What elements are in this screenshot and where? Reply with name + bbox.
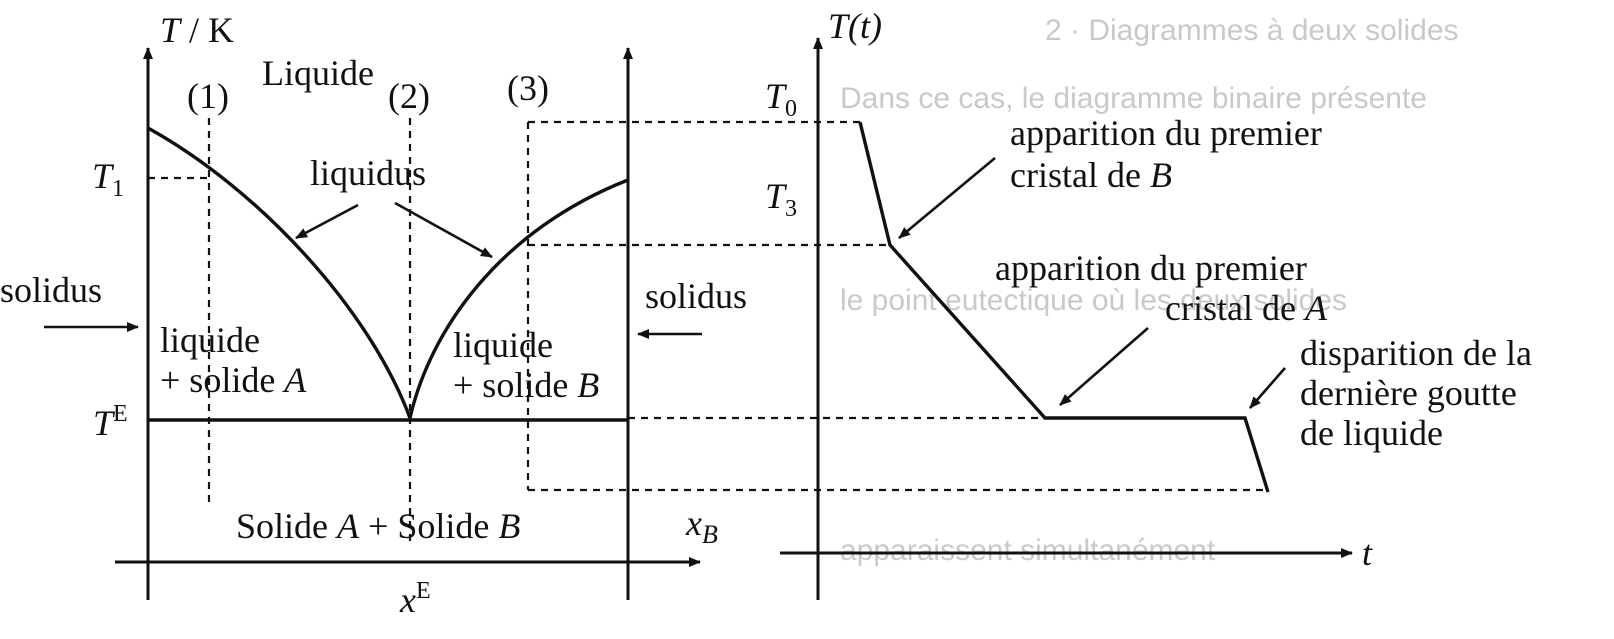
x-axis-label: xB (685, 503, 718, 549)
annotation-first-B-arrow (898, 157, 996, 239)
region-right-line1: liquide (453, 325, 553, 365)
solidus-label-left: solidus (0, 270, 102, 310)
ghost-line-2: le point eutectique où les deux solides (840, 284, 1347, 317)
annotation-first-A-line1: apparition du premier (995, 248, 1307, 288)
region-left-line2: + solide A (160, 360, 307, 400)
label-T1: T1 (92, 156, 124, 202)
binary-phase-diagram: T / K T1 TE xE xB (1) (2) (3) Liquide li… (0, 10, 1265, 620)
region-left-line1: liquide (160, 320, 260, 360)
path-label-2: (2) (388, 76, 430, 116)
cooling-curve-diagram: T(t) t T0 T3 apparition du premier crist… (765, 6, 1532, 600)
annotation-first-A-arrow (1059, 327, 1149, 406)
annotation-first-B-line1: apparition du premier (1010, 113, 1322, 153)
annotation-last-drop-line3: de liquide (1300, 413, 1443, 453)
cooling-x-axis-label: t (1362, 533, 1373, 573)
cooling-curve (858, 121, 1270, 493)
y-axis-label: T / K (160, 10, 234, 50)
cooling-y-axis-label: T(t) (828, 6, 882, 46)
annotation-last-drop-line1: disparition de la (1300, 333, 1532, 373)
annotation-last-drop-line2: dernière goutte (1300, 373, 1517, 413)
annotation-first-A-line2: cristal de A (1165, 288, 1328, 328)
label-xE: xE (399, 578, 431, 620)
liquidus-curve-A (147, 126, 412, 419)
label-T3: T3 (765, 176, 797, 222)
liquidus-arrow-left (295, 203, 359, 240)
path-label-1: (1) (187, 76, 229, 116)
region-liquid: Liquide (262, 53, 374, 93)
ghost-line-3: apparaissent simultanément (840, 534, 1216, 567)
ghost-line-1: Dans ce cas, le diagramme binaire présen… (840, 82, 1427, 115)
annotation-first-B-line2: cristal de B (1010, 155, 1172, 195)
ghost-heading: 2 · Diagrammes à deux solides (1045, 14, 1459, 47)
annotation-last-drop-arrow (1249, 367, 1286, 409)
label-TE: TE (93, 401, 128, 443)
region-bottom: Solide A + Solide B (236, 506, 520, 546)
liquidus-arrow-right (394, 201, 493, 259)
liquidus-curve-B (408, 178, 629, 419)
solidus-label-right: solidus (645, 276, 747, 316)
background-text: 2 · Diagrammes à deux solides Dans ce ca… (840, 14, 1459, 567)
path-label-3: (3) (507, 68, 549, 108)
liquidus-label: liquidus (310, 153, 426, 193)
region-right-line2: + solide B (453, 365, 599, 405)
label-T0: T0 (765, 76, 797, 122)
